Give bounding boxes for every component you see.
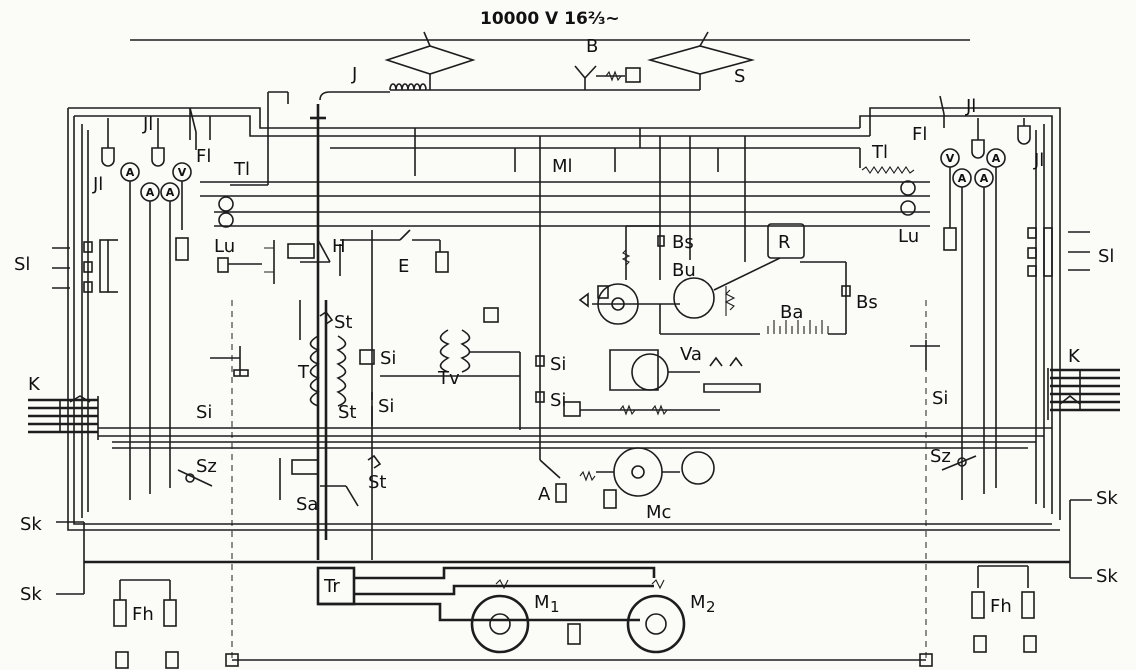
controller-right: K <box>1047 346 1120 420</box>
label-St-1: St <box>334 312 352 333</box>
left-wiring-frame <box>67 107 870 531</box>
label-Lu-left: Lu <box>214 236 235 257</box>
lu-bus: Lu Lu <box>200 180 930 257</box>
battery-circuit: Bs Bu R Bs Ba <box>539 136 878 460</box>
label-Sk-right-2: Sk <box>1096 566 1118 587</box>
label-Fl-right: Fl <box>912 124 927 145</box>
label-Jl-right: Jl <box>1033 150 1044 171</box>
label-Sk-left-1: Sk <box>20 514 42 535</box>
ammeter-left-3: A <box>166 186 175 199</box>
label-T: T <box>297 362 310 383</box>
main-inductor: J <box>310 64 430 560</box>
label-Tr: Tr <box>323 576 340 597</box>
label-Lu-right: Lu <box>898 226 919 247</box>
voltmeter-left: V <box>178 166 187 179</box>
switch-sz-right: Sz <box>930 446 977 471</box>
label-Mc: Mc <box>646 502 671 523</box>
label-E: E <box>398 256 409 277</box>
label-St-3: St <box>368 472 386 493</box>
heaters-left: Fh <box>113 579 179 669</box>
label-Jl-right-top: Jl <box>965 96 976 117</box>
auxiliary-circuit: Si Si Va A Mc <box>535 344 761 523</box>
label-B: B <box>586 36 598 57</box>
label-Sz-right: Sz <box>930 446 951 467</box>
label-Jl-left-top: Jl <box>142 114 153 135</box>
voltmeter-right: V <box>946 152 955 165</box>
ammeter-left-1: A <box>126 166 135 179</box>
switch-sz-left: Sz <box>177 456 217 487</box>
label-Va: Va <box>680 344 702 365</box>
right-instruments: Jl Jl Fl V A A A Tl <box>859 95 1044 500</box>
socket-right: Sl <box>1027 227 1114 277</box>
label-S: S <box>734 66 745 87</box>
label-Bs-2: Bs <box>856 292 878 313</box>
label-J: J <box>351 64 357 85</box>
label-Bs-1: Bs <box>672 232 694 253</box>
controller-left: K <box>28 374 1052 449</box>
label-Tv: Tv <box>437 368 460 389</box>
label-K-left: K <box>28 374 41 395</box>
handle-left <box>210 346 249 377</box>
rail-ground <box>225 300 933 667</box>
pantograph-selector: B S <box>430 36 745 91</box>
main-switch: H E <box>217 229 449 340</box>
label-Fh-left: Fh <box>132 604 154 625</box>
label-M2-sub: 2 <box>706 598 716 616</box>
supply-voltage-label: 10000 V 16⅔~ <box>480 9 620 29</box>
heaters-right: Fh <box>971 565 1037 653</box>
sk-bus: Sk Sk Sk Sk <box>20 488 1118 605</box>
label-Tl-right: Tl <box>871 142 888 163</box>
ammeter-right-2: A <box>980 172 989 185</box>
socket-left: Sl <box>14 239 118 293</box>
main-transformer: St T St Si Si St <box>297 230 396 560</box>
pantograph-right <box>647 31 756 90</box>
label-K-right: K <box>1068 346 1081 367</box>
label-A: A <box>538 484 551 505</box>
label-Ml: Ml <box>552 156 573 177</box>
handle-right <box>910 340 940 370</box>
label-Sl-right: Sl <box>1098 246 1114 267</box>
label-M1-sub: 1 <box>550 598 560 616</box>
right-wiring-frame <box>325 107 1061 531</box>
ammeter-left-2: A <box>146 186 155 199</box>
label-Si-6: Si <box>932 388 948 409</box>
label-Si-5: Si <box>196 402 212 423</box>
label-Si-4: Si <box>550 390 566 411</box>
label-H: H <box>332 236 346 257</box>
label-Fh-right: Fh <box>990 596 1012 617</box>
label-R: R <box>778 232 791 253</box>
tap-transformer: Tv <box>380 307 521 430</box>
label-Tl-left: Tl <box>233 159 250 180</box>
label-Si-1: Si <box>380 348 396 369</box>
label-Sk-right-1: Sk <box>1096 488 1118 509</box>
ammeter-right-3: A <box>992 152 1001 165</box>
lighting-bus: Ml <box>330 128 860 177</box>
overhead-line: 10000 V 16⅔~ <box>130 9 970 41</box>
label-Jl-left: Jl <box>92 174 103 195</box>
label-Si-2: Si <box>378 396 394 417</box>
traction-circuit: Tr M 1 M 2 <box>316 566 716 654</box>
label-Sz-left: Sz <box>196 456 217 477</box>
label-M1: M <box>534 592 550 613</box>
pantograph-left <box>384 31 476 90</box>
label-Fl-left: Fl <box>196 146 211 167</box>
switch-sa: Sa <box>279 458 359 515</box>
label-Ba: Ba <box>780 302 803 323</box>
label-Sk-left-2: Sk <box>20 584 42 605</box>
label-Si-3: Si <box>550 354 566 375</box>
left-instruments: Jl Jl Fl A A A V Tl <box>92 91 289 500</box>
ammeter-right-1: A <box>958 172 967 185</box>
label-Sa: Sa <box>296 494 318 515</box>
label-M2: M <box>690 592 706 613</box>
label-St-2: St <box>338 402 356 423</box>
label-Bu: Bu <box>672 260 696 281</box>
label-Sl-left: Sl <box>14 254 30 275</box>
